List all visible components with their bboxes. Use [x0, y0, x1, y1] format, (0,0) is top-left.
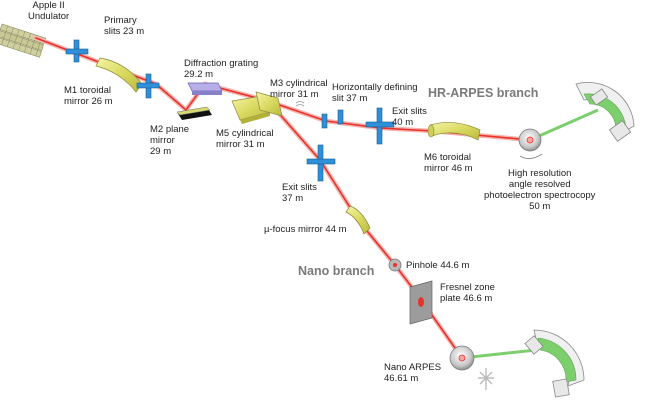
m1-toroidal-mirror	[95, 57, 143, 93]
slit-after-m1	[136, 73, 160, 99]
mu-focus-mirror	[345, 205, 371, 235]
m3-cylindrical-mirror	[255, 91, 305, 117]
exit-slits-37m	[306, 144, 336, 182]
nano-arpes-station	[449, 329, 585, 398]
label-pinhole: Pinhole 44.6 m	[406, 260, 470, 271]
branch-hr-arpes: HR-ARPES branch	[428, 86, 539, 100]
hr-arpes-station	[518, 82, 635, 160]
horizontal-slit	[321, 109, 344, 129]
fresnel-zone-plate	[409, 280, 433, 325]
m2-plane-mirror	[176, 106, 212, 120]
branch-nano: Nano branch	[298, 264, 375, 278]
diffraction-grating	[187, 82, 223, 95]
m6-toroidal-mirror	[427, 122, 481, 141]
label-mu-focus: µ-focus mirror 44 m	[264, 224, 347, 235]
pinhole	[388, 258, 402, 272]
primary-slits	[65, 39, 89, 63]
exit-slits-40m	[365, 107, 395, 145]
photoelectron-beam	[461, 108, 599, 360]
